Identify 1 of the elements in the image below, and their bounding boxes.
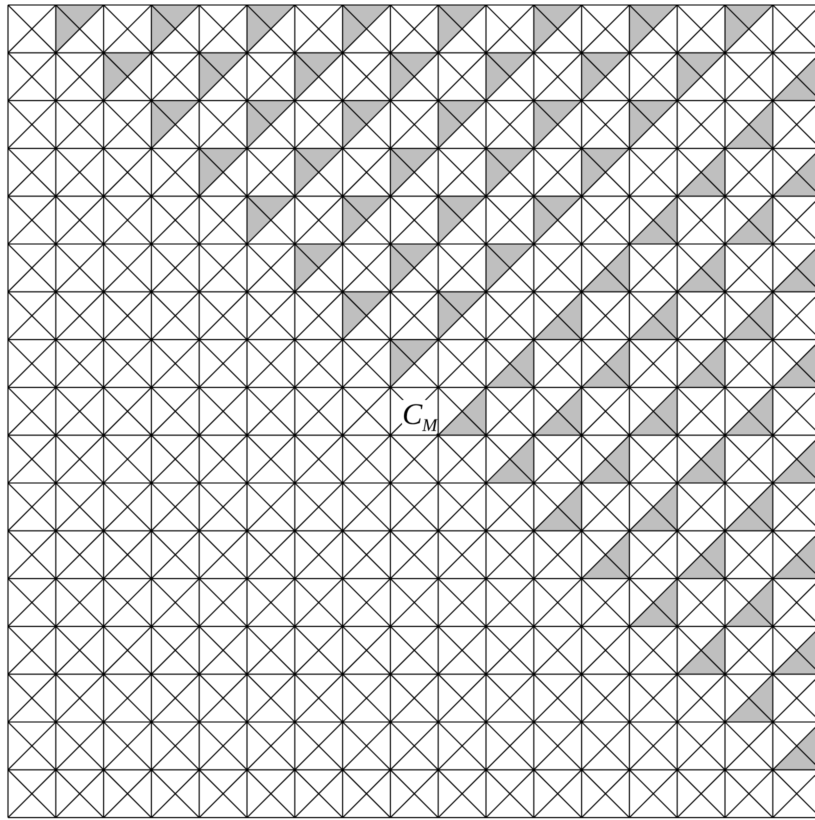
- point-label: C$_{M}$: [402, 400, 438, 434]
